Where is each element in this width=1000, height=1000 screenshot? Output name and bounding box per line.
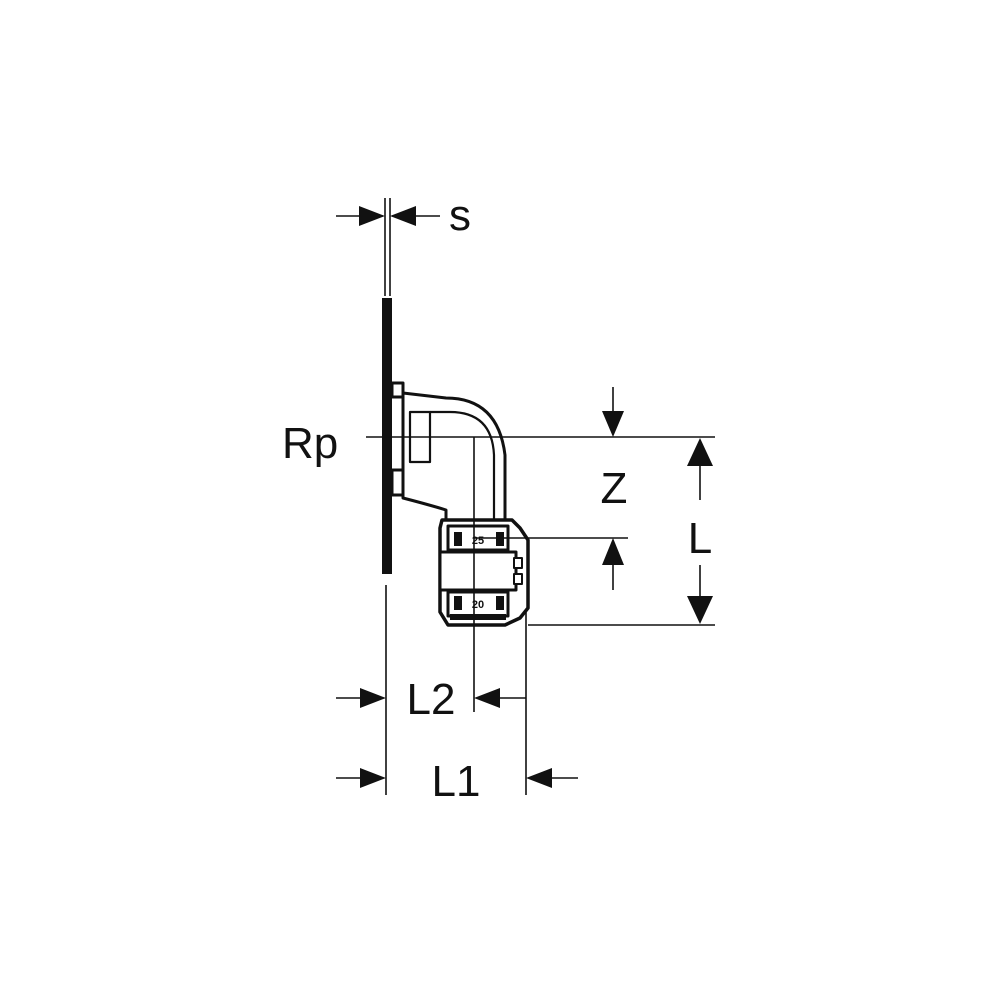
dimension-label-z: Z	[601, 464, 628, 513]
wall-plate	[382, 298, 392, 574]
elbow-fitting	[390, 381, 507, 522]
dim-l1-arrow-left	[360, 768, 386, 788]
dimension-label-l1: L1	[432, 757, 481, 806]
dim-z-arrow-bottom	[602, 538, 624, 565]
dimension-s	[336, 206, 440, 226]
dimension-l	[687, 438, 713, 624]
dim-l-arrow-top	[687, 438, 713, 466]
connector-ribbing-top-2	[496, 532, 504, 546]
dim-s-arrow-right	[390, 206, 416, 226]
elbow-flange-base	[390, 468, 405, 497]
dim-s-arrow-left	[359, 206, 385, 226]
connector-ribbing-top	[454, 532, 462, 546]
dim-l2-arrow-left	[360, 688, 386, 708]
connector-base-strip	[450, 614, 506, 620]
dimension-label-rp: Rp	[282, 419, 338, 468]
dimension-l1	[336, 768, 578, 788]
connector-ribbing-bottom-2	[496, 596, 504, 610]
dimension-label-l2: L2	[407, 675, 456, 724]
elbow-flange	[390, 381, 405, 399]
connector-ribbing-bottom	[454, 596, 462, 610]
connector-marking-bottom: 20	[472, 599, 484, 611]
dim-z-arrow-top	[602, 411, 624, 437]
dim-l2-arrow-right	[474, 688, 500, 708]
connector-side-tab-1	[513, 557, 523, 569]
elbow-thread-bore	[408, 410, 432, 464]
connector-middle-band	[438, 550, 518, 592]
dimension-label-l: L	[688, 514, 712, 563]
dim-l1-arrow-right	[526, 768, 552, 788]
dimension-label-s: s	[449, 191, 471, 240]
elbow-body	[401, 391, 507, 522]
dimension-z	[602, 387, 624, 590]
dimension-l2	[336, 688, 526, 708]
dim-l-arrow-bottom	[687, 596, 713, 624]
connector-side-tab-2	[513, 573, 523, 585]
elbow-inner-bend	[430, 410, 496, 520]
